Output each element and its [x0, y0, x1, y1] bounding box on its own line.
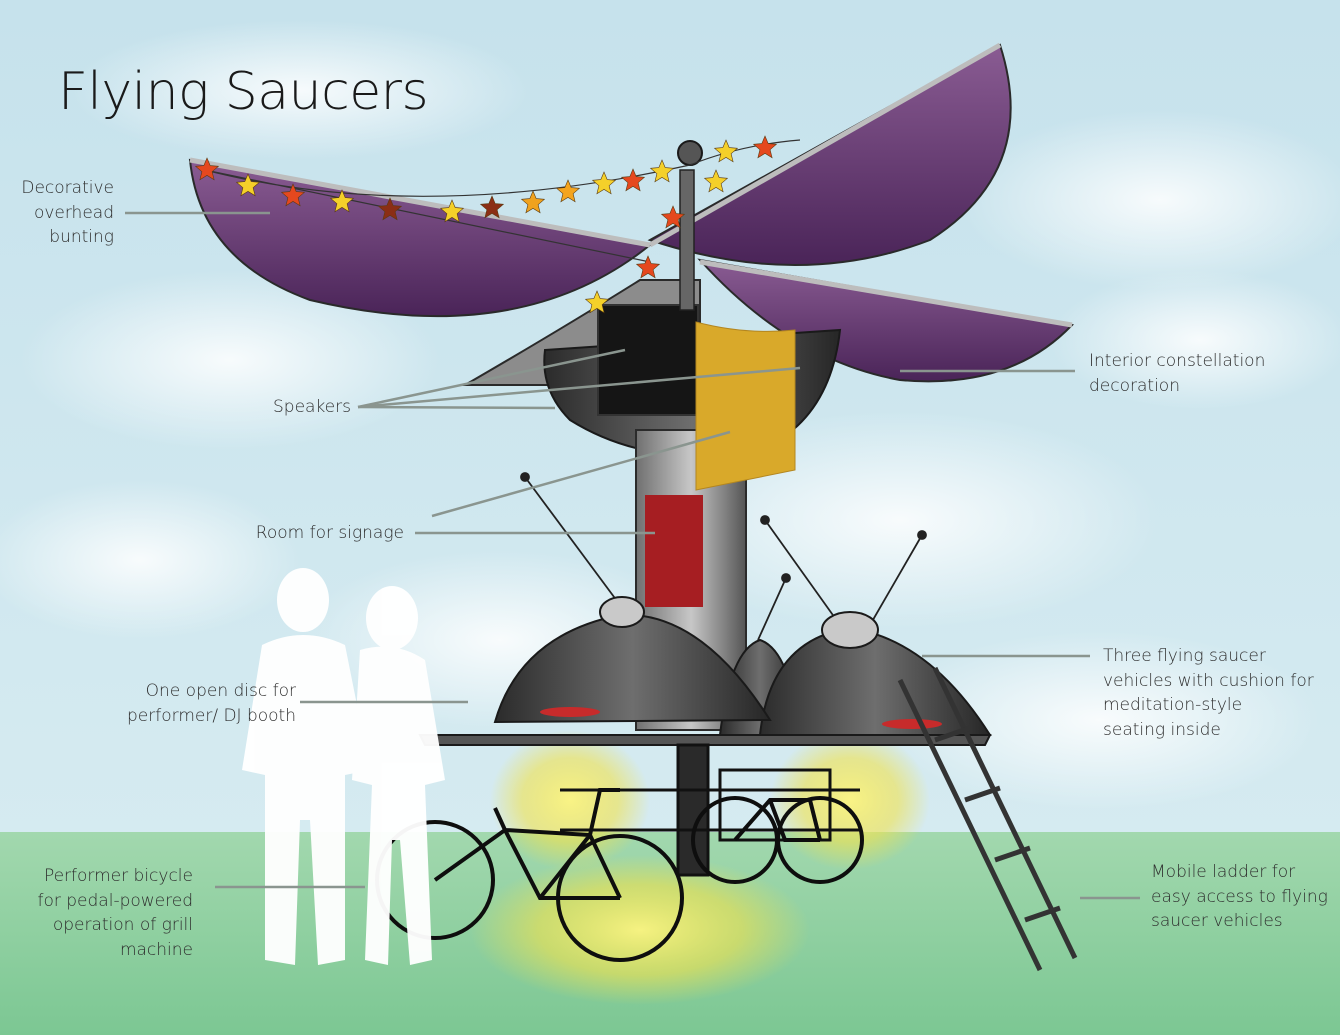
callout-bunting: Decorative overhead bunting — [0, 176, 114, 250]
star-icon — [555, 179, 581, 203]
callout-line: for pedal-powered — [37, 890, 193, 911]
callout-line: Three flying saucer — [1103, 646, 1266, 666]
callout-line: seating inside — [1103, 719, 1221, 740]
callout-line: operation of grill — [52, 915, 193, 935]
star-icon — [591, 171, 617, 195]
star-icon — [649, 159, 675, 183]
callout-line: Performer bicycle — [43, 866, 193, 886]
callout-line: One open disc for — [145, 681, 296, 701]
antennas — [520, 472, 927, 641]
canopy-petals — [188, 42, 1075, 383]
callout-line: Room for signage — [255, 523, 404, 543]
star-icon — [280, 183, 306, 207]
callout-constellation: Interior constellation decoration — [1089, 349, 1265, 398]
star-icon — [620, 168, 646, 192]
star-icon — [584, 290, 610, 314]
page-title: Flying Saucers — [58, 62, 429, 122]
ground-glow — [470, 855, 810, 1005]
star-icon — [439, 199, 465, 223]
callout-speakers: Speakers — [200, 395, 351, 420]
star-icon — [713, 139, 739, 163]
callout-bicycle: Performer bicycle for pedal-powered oper… — [0, 864, 193, 962]
star-icon — [520, 190, 546, 214]
callout-line: Speakers — [272, 397, 351, 417]
callout-line: decoration — [1089, 375, 1180, 396]
callout-line: vehicles with cushion for — [1103, 670, 1314, 691]
leader-lines — [125, 211, 1140, 900]
callout-line: saucer vehicles — [1151, 911, 1283, 931]
ladder-icon — [897, 666, 1078, 972]
star-icon — [377, 197, 403, 221]
callout-line: Decorative — [21, 178, 114, 198]
callout-line: Mobile ladder for — [1151, 862, 1296, 882]
callout-line: easy access to flying — [1151, 886, 1328, 907]
callout-dj-disc: One open disc for performer/ DJ booth — [100, 679, 296, 728]
signage-red — [645, 495, 703, 607]
star-icon — [329, 189, 355, 213]
callout-signage: Room for signage — [200, 521, 404, 546]
star-icon — [479, 195, 505, 219]
star-icon — [635, 255, 661, 279]
bunting-string — [204, 139, 801, 263]
callout-line: meditation-style — [1103, 695, 1243, 715]
callout-line: Interior constellation — [1089, 351, 1266, 371]
star-icon — [703, 169, 729, 193]
callout-line: overhead — [33, 202, 114, 223]
speaker-box — [597, 304, 699, 416]
callout-line: performer/ DJ booth — [127, 705, 296, 726]
person-silhouette-icon — [242, 568, 445, 965]
star-icon — [660, 205, 686, 229]
callout-vehicles: Three flying saucer vehicles with cushio… — [1103, 644, 1314, 742]
star-icon — [194, 157, 220, 181]
star-icon — [752, 135, 778, 159]
callout-line: bunting — [49, 227, 114, 247]
callout-line: machine — [119, 939, 193, 960]
signage-yellow — [695, 321, 796, 491]
star-icon — [235, 173, 261, 197]
callout-ladder: Mobile ladder for easy access to flying … — [1151, 860, 1328, 934]
